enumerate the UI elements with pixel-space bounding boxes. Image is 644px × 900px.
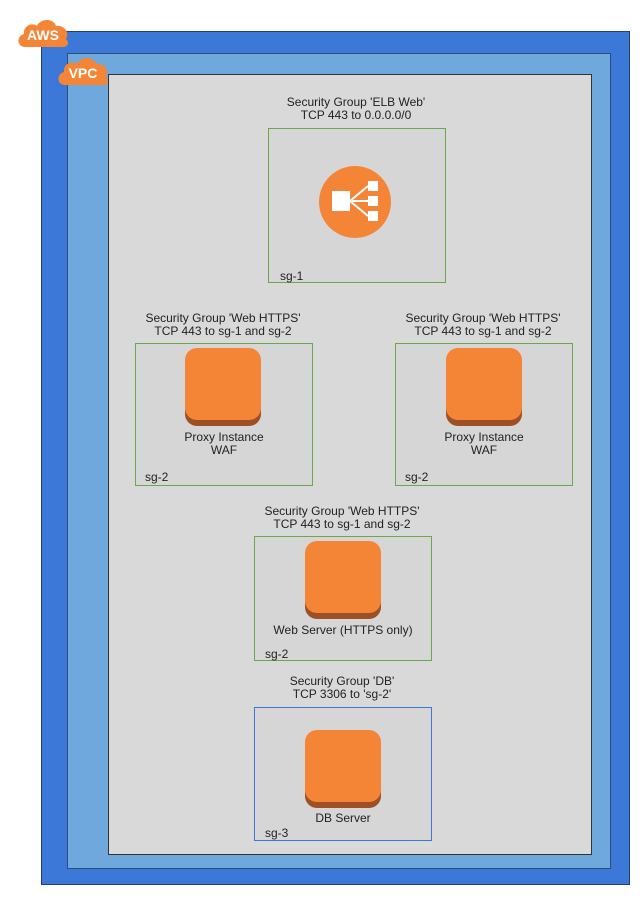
sg-web-rule: TCP 443 to sg-1 and sg-2	[273, 517, 411, 531]
sg-web-caption: Security Group 'Web HTTPS' TCP 443 to sg…	[243, 505, 441, 531]
sg-elb-caption: Security Group 'ELB Web' TCP 443 to 0.0.…	[258, 96, 454, 122]
sg-proxy-left-rule: TCP 443 to sg-1 and sg-2	[154, 324, 292, 338]
proxy-left-label: Proxy Instance WAF	[136, 431, 312, 457]
sg-proxy-left-name: Security Group 'Web HTTPS'	[145, 311, 301, 325]
sg-proxy-left-id: sg-2	[145, 470, 169, 484]
web-server-label-line1: Web Server (HTTPS only)	[273, 623, 413, 637]
sg-db-caption: Security Group 'DB' TCP 3306 to 'sg-2'	[243, 675, 441, 701]
sg-elb-id: sg-1	[280, 269, 304, 283]
sg-proxy-left-caption: Security Group 'Web HTTPS' TCP 443 to sg…	[124, 312, 322, 338]
instance-icon	[305, 730, 381, 808]
vpc-cloud-icon: VPC	[55, 55, 111, 86]
web-server-label: Web Server (HTTPS only)	[255, 624, 431, 637]
elastic-load-balancer-icon	[319, 166, 391, 238]
sg-proxy-right-caption: Security Group 'Web HTTPS' TCP 443 to sg…	[384, 312, 582, 338]
proxy-right-label-line1: Proxy Instance	[444, 430, 524, 444]
sg-proxy-right-rule: TCP 443 to sg-1 and sg-2	[414, 324, 552, 338]
instance-icon	[305, 541, 381, 619]
aws-cloud-icon: AWS	[15, 17, 71, 48]
sg-elb-name: Security Group 'ELB Web'	[286, 95, 426, 109]
proxy-left-label-line1: Proxy Instance	[184, 430, 264, 444]
sg-db-box: DB Server sg-3	[254, 707, 432, 841]
proxy-right-label-line2: WAF	[470, 443, 498, 457]
sg-elb-rule: TCP 443 to 0.0.0.0/0	[300, 108, 412, 122]
sg-proxy-right-name: Security Group 'Web HTTPS'	[405, 311, 561, 325]
sg-db-id: sg-3	[265, 826, 289, 840]
sg-web-id: sg-2	[265, 647, 289, 661]
sg-web-box: Web Server (HTTPS only) sg-2	[254, 536, 432, 661]
proxy-right-label: Proxy Instance WAF	[396, 431, 572, 457]
vpc-label: VPC	[68, 65, 98, 81]
sg-db-rule: TCP 3306 to 'sg-2'	[292, 687, 392, 701]
sg-db-name: Security Group 'DB'	[289, 674, 395, 688]
sg-proxy-left-box: Proxy Instance WAF sg-2	[135, 343, 313, 486]
aws-label: AWS	[27, 27, 59, 43]
proxy-left-label-line2: WAF	[210, 443, 238, 457]
instance-icon	[446, 348, 522, 426]
sg-proxy-right-box: Proxy Instance WAF sg-2	[395, 343, 573, 486]
sg-proxy-right-id: sg-2	[405, 470, 429, 484]
db-server-label-line1: DB Server	[315, 811, 371, 825]
sg-web-name: Security Group 'Web HTTPS'	[264, 504, 420, 518]
sg-elb-box: sg-1	[268, 128, 446, 283]
db-server-label: DB Server	[255, 812, 431, 825]
instance-icon	[185, 348, 261, 426]
